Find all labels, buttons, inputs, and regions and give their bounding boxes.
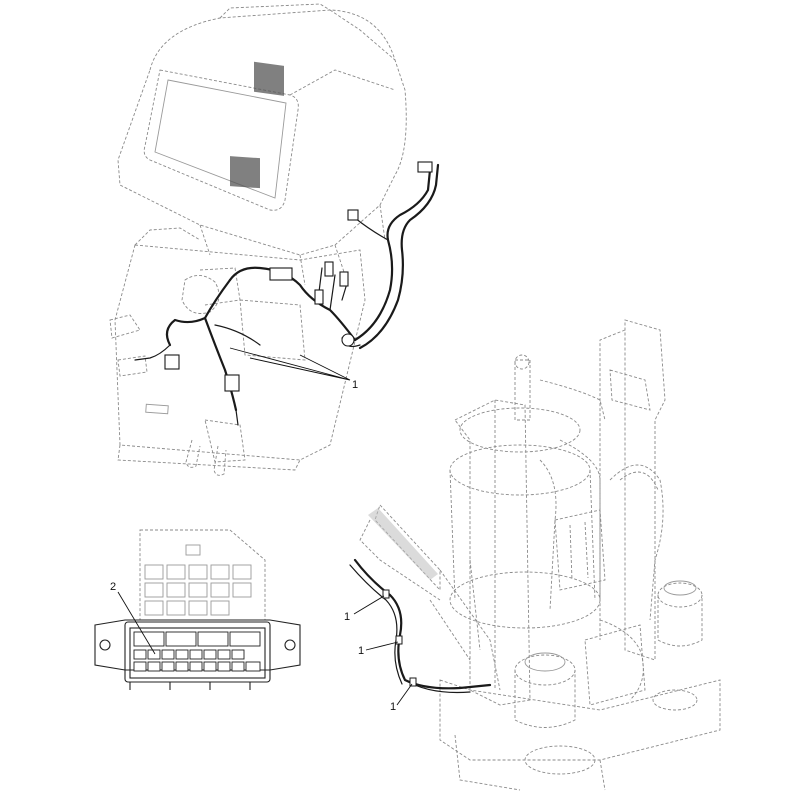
fuse-array	[133, 631, 261, 672]
callout-harness-lower-a: 1	[344, 611, 350, 623]
fuse-panel-assembly: 2	[94, 529, 301, 690]
callout-harness-upper: 1	[352, 379, 358, 391]
callout-harness-lower-b: 1	[358, 645, 364, 657]
operator-console-assembly: 1	[109, 3, 440, 476]
wire-harness-frame	[349, 558, 492, 694]
wire-harness-console	[134, 161, 440, 426]
callout-fuse-panel: 2	[110, 581, 116, 593]
drill-frame-assembly: 1 1 1	[344, 319, 721, 791]
callout-harness-lower-c: 1	[390, 701, 396, 713]
